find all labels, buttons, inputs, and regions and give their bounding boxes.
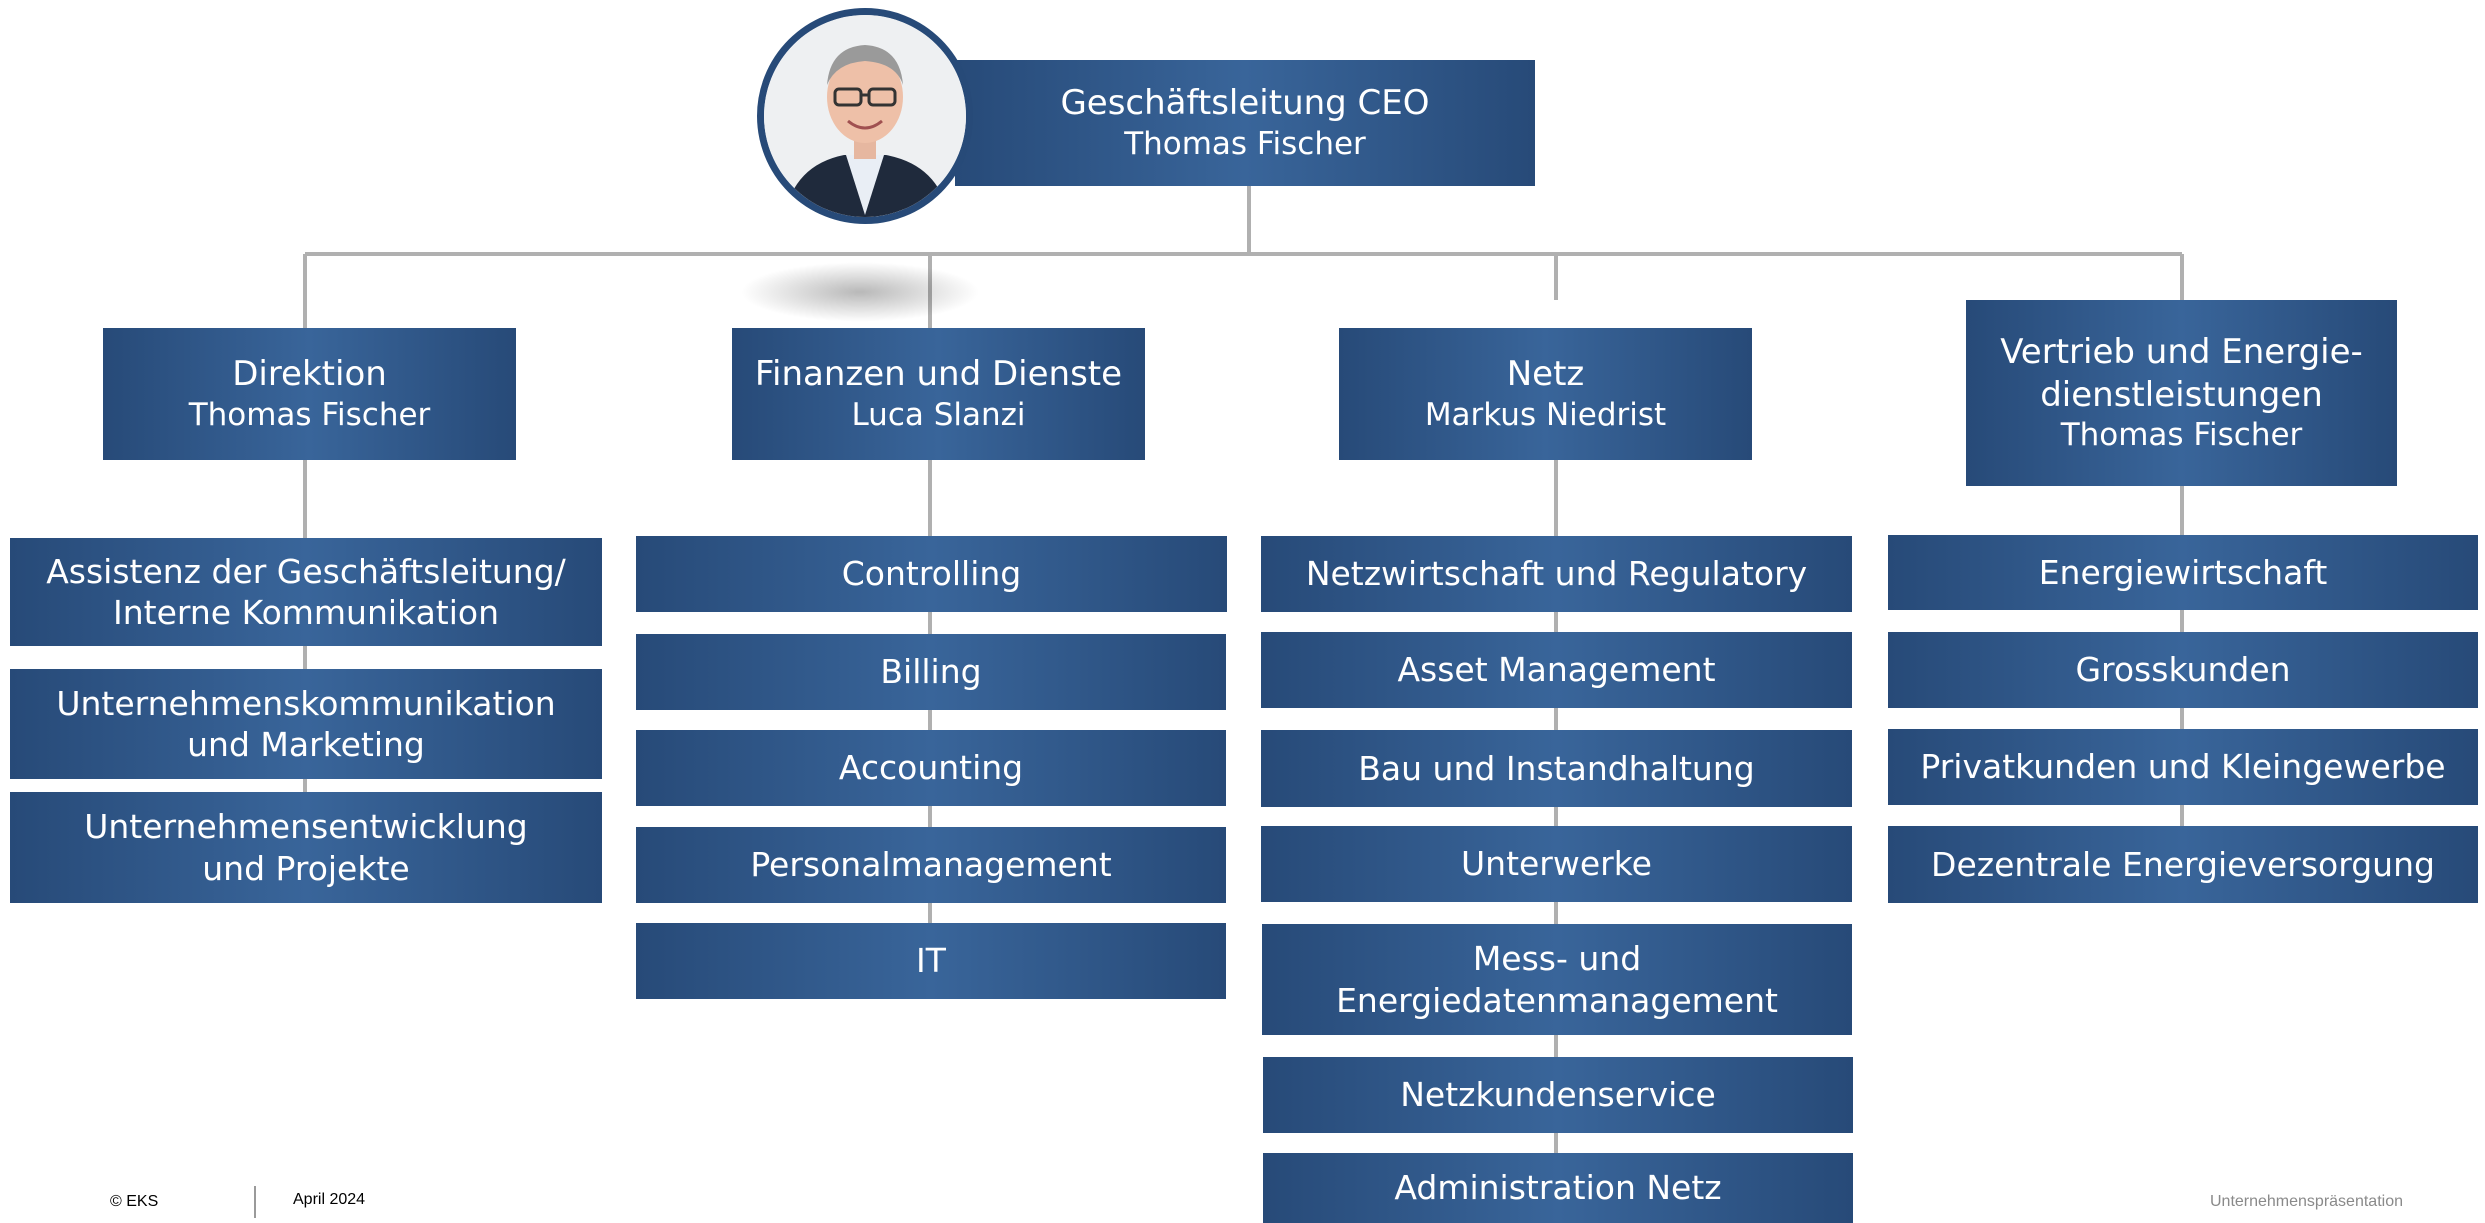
unit-accounting: Accounting: [636, 730, 1226, 806]
division-title: Netz: [1506, 354, 1585, 395]
ceo-portrait: [757, 8, 973, 224]
division-vertrieb: Vertrieb und Energie- dienstleistungen T…: [1966, 300, 2397, 486]
ceo-name: Thomas Fischer: [1124, 125, 1366, 162]
footer-label: Unternehmenspräsentation: [2209, 1193, 2403, 1210]
unit-unterwerke: Unterwerke: [1261, 826, 1852, 902]
division-head-name: Luca Slanzi: [851, 396, 1026, 433]
unit-billing: Billing: [636, 634, 1226, 710]
unit-label-line1: Unternehmenskommunikation: [56, 683, 556, 723]
decorative-shadow: [740, 262, 980, 322]
division-title: Vertrieb und Energie-: [2000, 332, 2363, 373]
unit-personalmanagement: Personalmanagement: [636, 827, 1226, 903]
unit-privatkunden: Privatkunden und Kleingewerbe: [1888, 729, 2478, 805]
unit-asset-management: Asset Management: [1261, 632, 1852, 708]
unit-label: Personalmanagement: [750, 845, 1112, 885]
unit-administration-netz: Administration Netz: [1263, 1153, 1853, 1223]
division-finanzen: Finanzen und Dienste Luca Slanzi: [732, 328, 1145, 460]
division-direktion: Direktion Thomas Fischer: [103, 328, 516, 460]
unit-label: Netzwirtschaft und Regulatory: [1305, 554, 1808, 594]
unit-label: Billing: [880, 652, 982, 692]
unit-bau-instandhaltung: Bau und Instandhaltung: [1261, 730, 1852, 807]
unit-label-line1: Mess- und: [1472, 939, 1642, 979]
unit-label-line1: Unternehmensentwicklung: [84, 807, 528, 847]
footer-copyright: © EKS: [110, 1193, 159, 1210]
ceo-title: Geschäftsleitung CEO: [1060, 83, 1430, 124]
unit-label: Netzkundenservice: [1400, 1075, 1716, 1115]
unit-label-line1: Assistenz der Geschäftsleitung/: [46, 551, 566, 591]
unit-label-line2: Interne Kommunikation: [112, 593, 500, 632]
division-head-name: Thomas Fischer: [2060, 417, 2303, 454]
unit-grosskunden: Grosskunden: [1888, 632, 2478, 708]
division-title: Finanzen und Dienste: [754, 354, 1123, 395]
unit-unternehmensentwicklung: Unternehmensentwicklung und Projekte: [10, 792, 602, 903]
unit-label: Administration Netz: [1394, 1168, 1722, 1208]
unit-controlling: Controlling: [636, 536, 1227, 612]
unit-mess-energiedaten: Mess- und Energiedatenmanagement: [1262, 924, 1852, 1035]
division-netz: Netz Markus Niedrist: [1339, 328, 1752, 460]
division-head-name: Markus Niedrist: [1424, 396, 1667, 433]
unit-label-line2: und Projekte: [202, 848, 410, 888]
unit-label: Energiewirtschaft: [2038, 552, 2328, 592]
unit-dezentrale-energieversorgung: Dezentrale Energieversorgung: [1888, 826, 2478, 903]
division-head-name: Thomas Fischer: [188, 396, 431, 433]
footer-divider: [254, 1186, 256, 1218]
unit-label: Grosskunden: [2075, 650, 2291, 690]
division-title-line2: dienstleistungen: [2040, 374, 2323, 415]
unit-label: Accounting: [838, 748, 1024, 788]
unit-label: Privatkunden und Kleingewerbe: [1920, 747, 2446, 787]
unit-it: IT: [636, 923, 1226, 999]
footer-date: April 2024: [293, 1191, 366, 1208]
unit-netzwirtschaft: Netzwirtschaft und Regulatory: [1261, 536, 1852, 612]
unit-label-line2: und Marketing: [187, 725, 425, 764]
unit-energiewirtschaft: Energiewirtschaft: [1888, 535, 2478, 610]
unit-netzkundenservice: Netzkundenservice: [1263, 1057, 1853, 1133]
unit-label-line2: Energiedatenmanagement: [1336, 980, 1778, 1020]
unit-label: Asset Management: [1397, 650, 1716, 690]
unit-assistenz: Assistenz der Geschäftsleitung/ Interne …: [10, 538, 602, 646]
unit-label: Unterwerke: [1461, 844, 1652, 884]
division-title: Direktion: [232, 354, 387, 395]
unit-label: Bau und Instandhaltung: [1358, 748, 1755, 788]
unit-label: Controlling: [841, 554, 1022, 594]
unit-label: Dezentrale Energieversorgung: [1931, 844, 2435, 884]
unit-unternehmenskommunikation: Unternehmenskommunikation und Marketing: [10, 669, 602, 779]
ceo-box: Geschäftsleitung CEO Thomas Fischer: [955, 60, 1535, 186]
unit-label: IT: [916, 941, 946, 981]
